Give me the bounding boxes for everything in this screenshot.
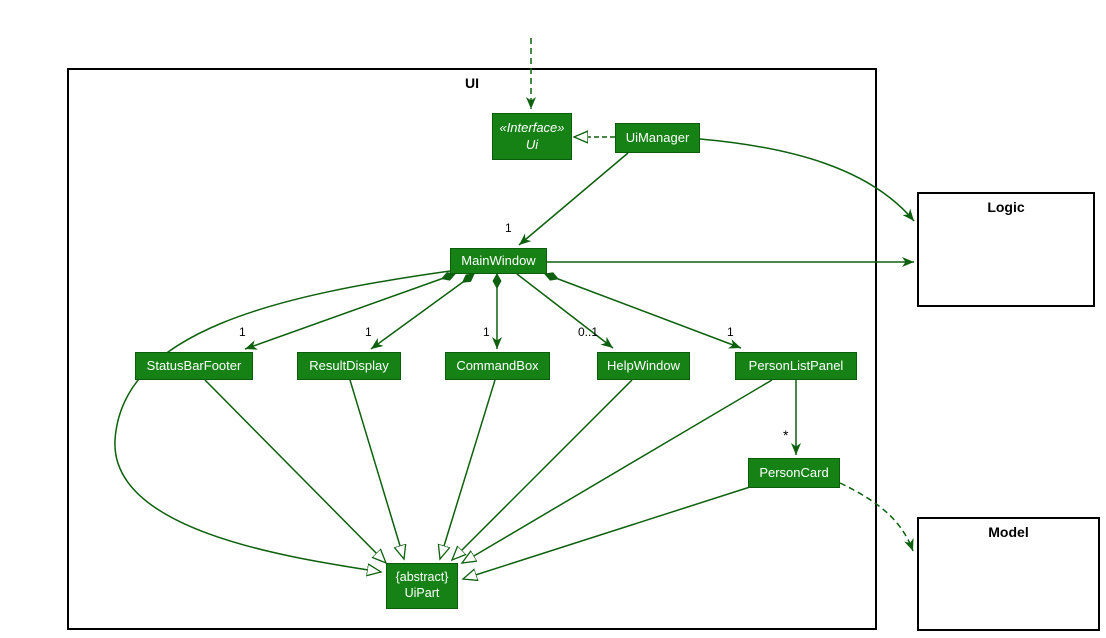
- model-component-label: Model: [988, 524, 1029, 540]
- class-uimanager: UiManager: [615, 123, 700, 153]
- class-personlistpanel: PersonListPanel: [735, 352, 857, 380]
- multiplicity-resultdisplay: 1: [365, 325, 372, 339]
- ui-interface-stereotype: «Interface»: [499, 120, 565, 136]
- resultdisplay-name: ResultDisplay: [309, 357, 389, 373]
- personcard-name: PersonCard: [759, 464, 829, 480]
- multiplicity-helpwindow: 0..1: [578, 325, 599, 339]
- mainwindow-name: MainWindow: [461, 252, 536, 268]
- ui-interface-name: Ui: [525, 136, 539, 152]
- class-ui-interface: «Interface» Ui: [492, 113, 572, 160]
- personlistpanel-name: PersonListPanel: [748, 357, 844, 373]
- model-component-frame: Model: [917, 517, 1100, 631]
- multiplicity-commandbox: 1: [483, 325, 490, 339]
- multiplicity-mainwindow: 1: [505, 221, 512, 235]
- commandbox-name: CommandBox: [456, 357, 539, 373]
- class-mainwindow: MainWindow: [450, 248, 547, 274]
- ui-package-label: UI: [465, 75, 479, 91]
- class-personcard: PersonCard: [748, 458, 840, 488]
- multiplicity-personlistpanel: 1: [727, 325, 734, 339]
- logic-component-frame: Logic: [917, 192, 1095, 307]
- uipart-name: UiPart: [404, 586, 440, 600]
- helpwindow-name: HelpWindow: [607, 357, 680, 373]
- uipart-modifier: {abstract}: [395, 570, 449, 585]
- class-statusbarfooter: StatusBarFooter: [135, 352, 253, 380]
- multiplicity-personcard: *: [783, 427, 789, 443]
- class-helpwindow: HelpWindow: [597, 352, 690, 380]
- uimanager-name: UiManager: [625, 129, 690, 145]
- class-uipart: {abstract} UiPart: [386, 563, 458, 609]
- ui-package-frame: UI: [67, 68, 877, 630]
- logic-component-label: Logic: [987, 199, 1025, 215]
- class-resultdisplay: ResultDisplay: [297, 352, 401, 380]
- statusbarfooter-name: StatusBarFooter: [146, 357, 242, 373]
- class-commandbox: CommandBox: [445, 352, 550, 380]
- multiplicity-statusbarfooter: 1: [239, 325, 246, 339]
